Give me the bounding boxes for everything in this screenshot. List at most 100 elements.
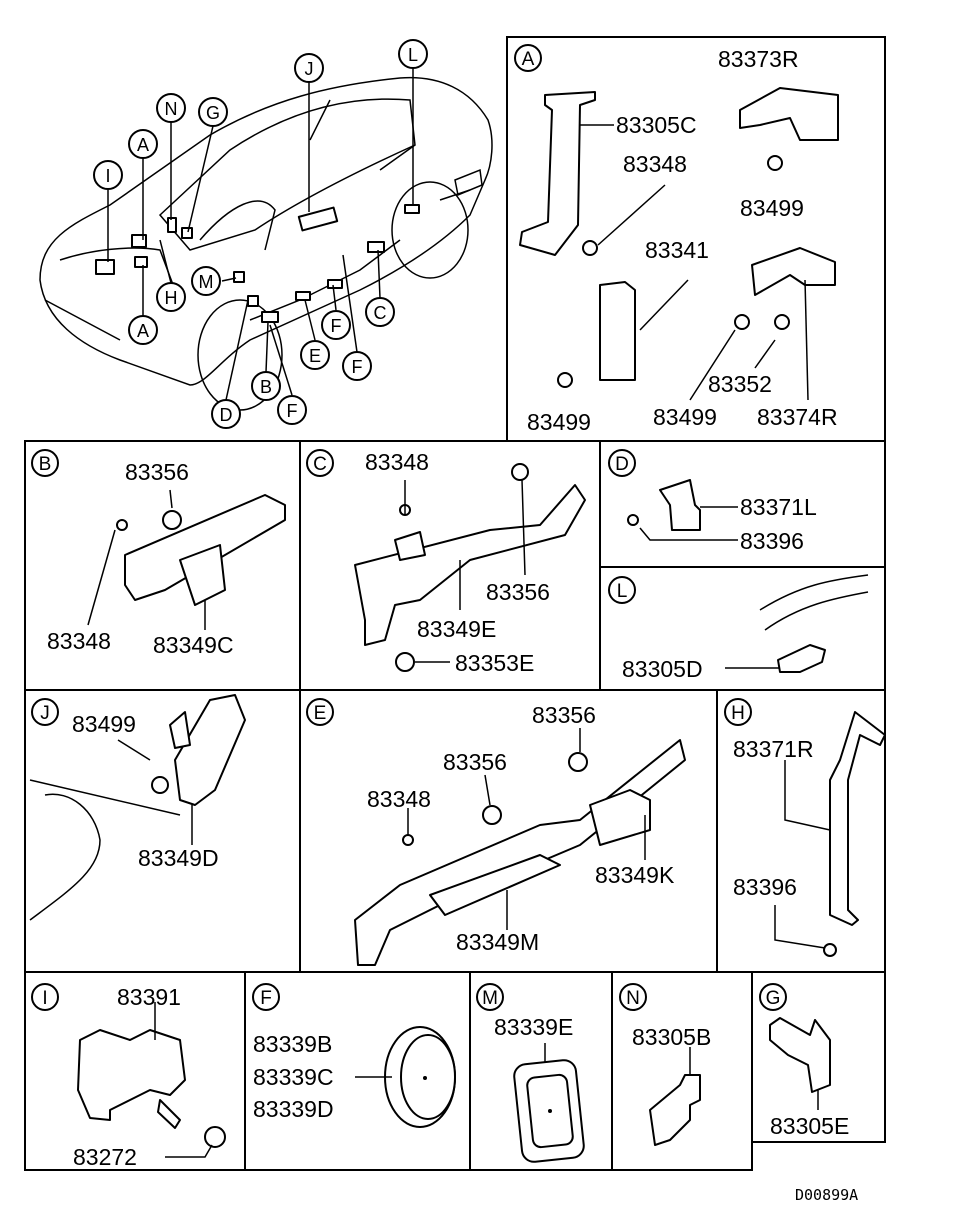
panel-a-part-83499-left: 83499: [527, 409, 591, 435]
panel-f: F 83339B 83339C 83339D: [252, 983, 456, 1128]
overview-callout-a-bottom: A: [128, 315, 158, 345]
panel-h: H 83371R 83396: [724, 698, 886, 957]
car-body-outline: [39, 76, 493, 386]
panel-h-part-83371r: 83371R: [733, 736, 814, 762]
panel-e-part-83349m: 83349M: [456, 929, 539, 955]
svg-text:H: H: [731, 703, 745, 724]
panel-e-part-83348: 83348: [367, 786, 431, 812]
panel-j-part-83349d: 83349D: [138, 845, 219, 871]
svg-text:F: F: [352, 357, 363, 377]
overview-callout-f-3: F: [342, 351, 372, 381]
panel-c-part-83353e: 83353E: [455, 650, 534, 676]
panel-a-part-83374r: 83374R: [757, 404, 838, 430]
overview-callout-g: G: [198, 97, 228, 127]
svg-text:N: N: [626, 988, 640, 1009]
svg-text:F: F: [287, 401, 298, 421]
panel-a-part-83348: 83348: [623, 151, 687, 177]
overview-callout-h: H: [156, 282, 186, 312]
svg-text:M: M: [482, 988, 498, 1009]
svg-text:B: B: [260, 377, 272, 397]
overview-callout-d: D: [211, 399, 241, 429]
panel-e-part-83356-top: 83356: [532, 702, 596, 728]
panel-b-part-83348: 83348: [47, 628, 111, 654]
svg-text:A: A: [137, 321, 149, 341]
panel-d-part-83396: 83396: [740, 528, 804, 554]
panel-c-part-83349e: 83349E: [417, 616, 496, 642]
panel-m: M 83339E: [476, 983, 585, 1163]
car-overview: I A N G J L M H A D B F E F F C: [39, 39, 493, 429]
panel-i-part-83391: 83391: [117, 984, 181, 1010]
panel-b-part-83356: 83356: [125, 459, 189, 485]
overview-callout-e: E: [300, 340, 330, 370]
panel-c: C 83348 83356 83349E 83353E: [306, 449, 586, 676]
panel-j-part-83499: 83499: [72, 711, 136, 737]
svg-text:G: G: [766, 988, 781, 1009]
overview-callout-c: C: [365, 297, 395, 327]
svg-text:H: H: [165, 288, 178, 308]
svg-text:G: G: [206, 103, 220, 123]
svg-text:C: C: [374, 303, 387, 323]
panel-e: E 83356 83356 83348 83349K 83349M: [306, 698, 686, 966]
svg-text:I: I: [42, 988, 47, 1009]
panel-i: I 83391 83272: [31, 983, 226, 1170]
panel-i-part-83272: 83272: [73, 1144, 137, 1170]
panel-m-part-83339e: 83339E: [494, 1014, 573, 1040]
panel-j: J 83499 83349D: [29, 694, 246, 921]
svg-text:J: J: [305, 59, 314, 79]
panel-frames: [24, 36, 886, 1171]
overview-callout-j: J: [294, 53, 324, 83]
panel-n: N 83305B: [619, 983, 711, 1146]
svg-text:A: A: [522, 49, 535, 70]
panel-f-part-83339b: 83339B: [253, 1031, 332, 1057]
panel-a: A 83373R 83305C 83348 83499 83341 83499 …: [514, 44, 839, 435]
panel-e-part-83356-mid: 83356: [443, 749, 507, 775]
svg-text:F: F: [260, 988, 272, 1009]
panel-e-part-83349k: 83349K: [595, 862, 675, 888]
svg-text:M: M: [199, 272, 214, 292]
panel-a-part-83499-mid: 83499: [653, 404, 717, 430]
svg-text:I: I: [105, 166, 110, 186]
svg-text:D: D: [220, 405, 233, 425]
svg-text:J: J: [40, 703, 50, 724]
panel-l-part-83305d: 83305D: [622, 656, 703, 682]
overview-callout-a-top: A: [128, 129, 158, 159]
rear-wheel: [391, 181, 469, 279]
panel-c-part-83356: 83356: [486, 579, 550, 605]
panel-a-part-83341: 83341: [645, 237, 709, 263]
svg-text:E: E: [314, 703, 327, 724]
car-roof: [158, 98, 416, 251]
overview-callout-b: B: [251, 371, 281, 401]
svg-text:L: L: [617, 581, 628, 602]
panel-c-part-83348: 83348: [365, 449, 429, 475]
diagram-code: D00899A: [795, 1186, 858, 1204]
panel-a-part-83352: 83352: [708, 371, 772, 397]
panel-b-part-83349c: 83349C: [153, 632, 234, 658]
svg-text:E: E: [309, 346, 321, 366]
svg-text:C: C: [313, 454, 327, 475]
panel-h-part-83396: 83396: [733, 874, 797, 900]
overview-callout-n: N: [156, 93, 186, 123]
svg-text:N: N: [165, 99, 178, 119]
panel-g-part-83305e: 83305E: [770, 1113, 849, 1139]
svg-text:A: A: [137, 135, 149, 155]
panel-b: B 83356 83348 83349C: [31, 449, 286, 658]
overview-callout-f-1: F: [277, 395, 307, 425]
overview-callout-m: M: [191, 266, 221, 296]
panel-g: G 83305E: [759, 983, 849, 1139]
panel-l: L 83305D: [608, 574, 869, 682]
overview-callout-i: I: [93, 160, 123, 190]
svg-text:B: B: [39, 454, 52, 475]
panel-a-part-83305c: 83305C: [616, 112, 697, 138]
panel-d: D 83371L 83396: [608, 449, 817, 554]
svg-text:D: D: [615, 454, 629, 475]
overview-callout-l: L: [398, 39, 428, 69]
overview-callout-f-2: F: [321, 310, 351, 340]
panel-d-part-83371l: 83371L: [740, 494, 817, 520]
panel-f-part-83339c: 83339C: [253, 1064, 334, 1090]
panel-a-part-83499-top: 83499: [740, 195, 804, 221]
panel-n-part-83305b: 83305B: [632, 1024, 711, 1050]
svg-text:L: L: [408, 45, 418, 65]
panel-a-part-83373r: 83373R: [718, 46, 799, 72]
svg-text:F: F: [331, 316, 342, 336]
